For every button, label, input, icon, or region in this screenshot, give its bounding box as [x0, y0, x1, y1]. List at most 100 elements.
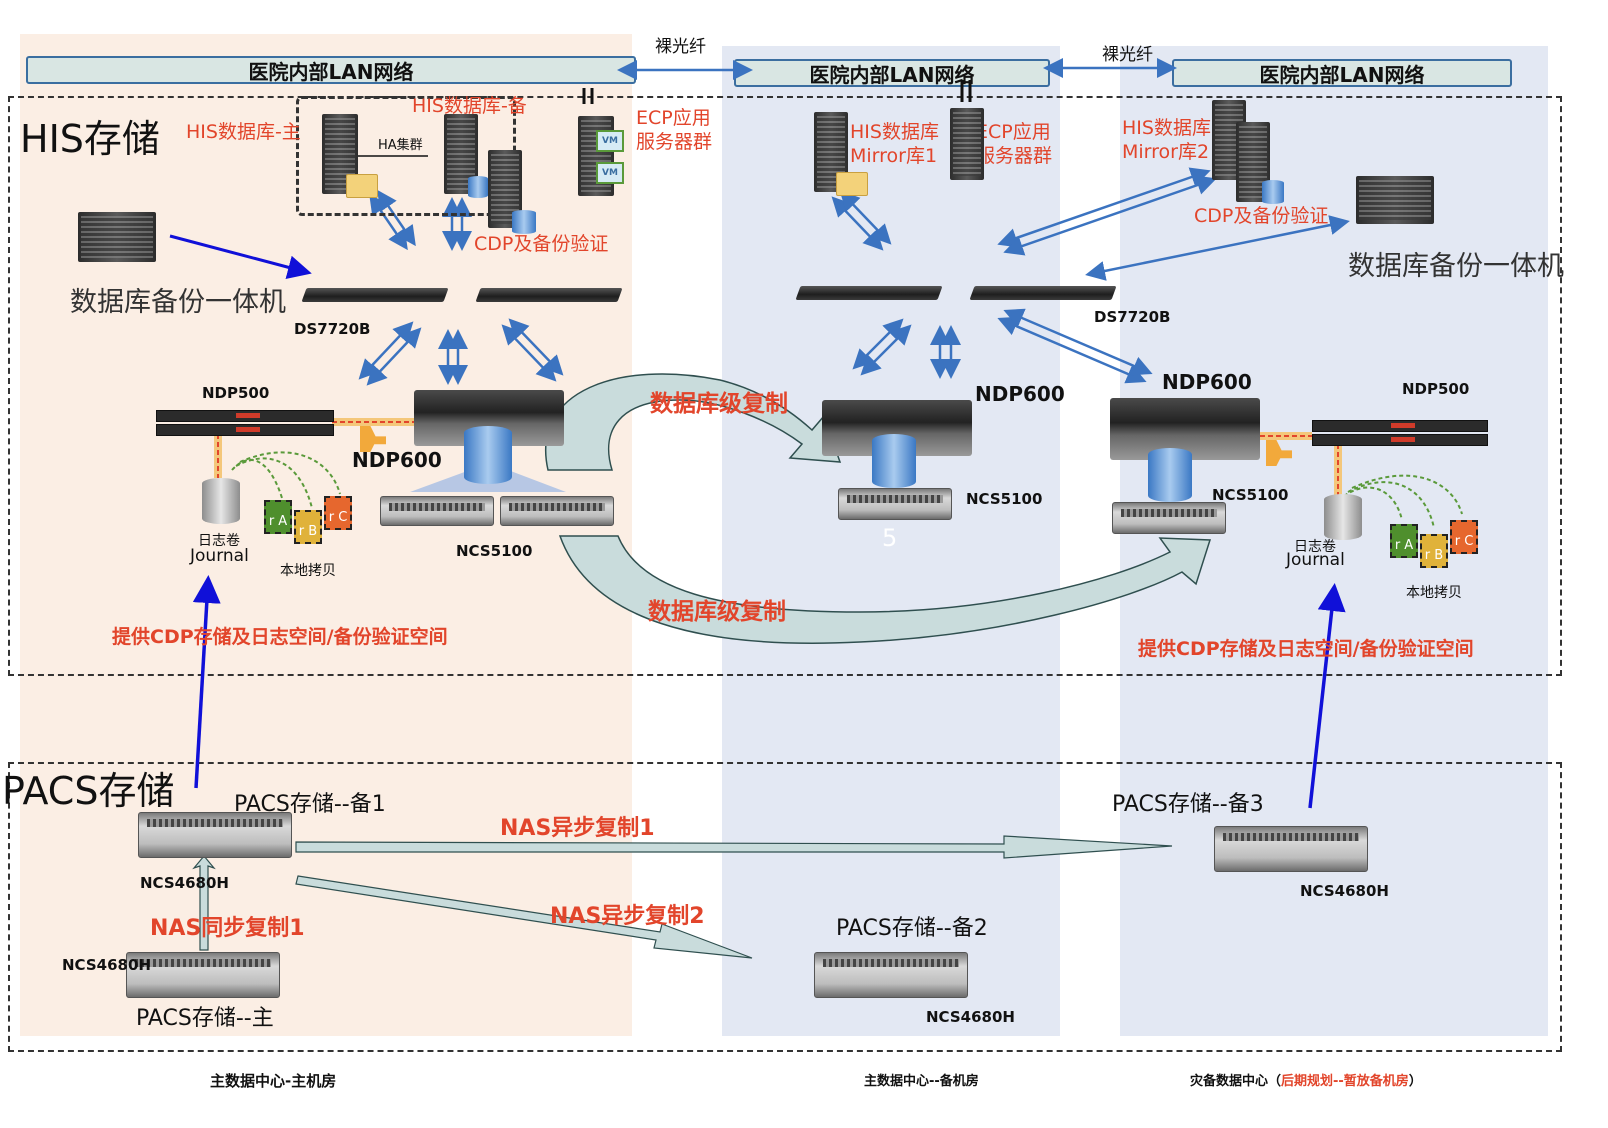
db-replication-label-upper: 数据库级复制 [650, 391, 788, 417]
journal-volume-right [1324, 494, 1362, 540]
ncs5100-right-unit [1112, 502, 1226, 534]
pacs-section-border [8, 762, 1562, 1052]
local-copy-left-label: 本地拷贝 [280, 563, 336, 579]
his-section-title: HIS存储 [20, 117, 160, 161]
copy-volume-a-left: r A [264, 500, 292, 534]
folder-icon [346, 174, 378, 198]
ncs5100-mid-label: NCS5100 [966, 490, 1043, 508]
ndp500-right-label: NDP500 [1402, 380, 1470, 398]
server-his-backup [444, 114, 478, 194]
lan-bar-label: 医院内部LAN网络 [809, 62, 975, 87]
backup-appliance-left [78, 212, 156, 262]
db-replication-curve-upper [545, 373, 842, 471]
ndp500-left-label: NDP500 [202, 384, 270, 402]
ndp500-left-unit-1 [156, 410, 334, 422]
footer-dr-center: 灾备数据中心（后期规划--暂放备机房） [1190, 1070, 1422, 1089]
link-switch-ndp-5 [508, 318, 564, 376]
database-icon [1262, 180, 1284, 204]
ha-cluster-label: HA集群 [378, 138, 423, 153]
switch-left-2 [475, 288, 623, 302]
nas-async2-label: NAS异步复制2 [550, 904, 705, 929]
ecp-servers-mid-label: ECP应用 服务器群 [976, 121, 1053, 167]
link-pacs-to-his-right [1308, 583, 1346, 809]
server-cdp-right [1236, 122, 1270, 202]
ndp600-right-label: NDP600 [1162, 370, 1252, 394]
link-mirror-switch-2 [839, 190, 892, 245]
local-copy-right-c [1351, 474, 1463, 515]
lan-bar-dr: 医院内部LAN网络 [1172, 59, 1512, 87]
link-backup-switch-right [1085, 215, 1350, 281]
nas-async1-label: NAS异步复制1 [500, 816, 655, 841]
backup-appliance-right [1356, 176, 1434, 224]
pacs-section-title: PACS存储 [2, 769, 175, 813]
lan-bar-backup: 医院内部LAN网络 [734, 59, 1050, 87]
backup-appliance-left-label: 数据库备份一体机 [70, 287, 286, 318]
copy-volume-b-right: r B [1420, 534, 1448, 568]
journal-volume-left [202, 478, 240, 524]
server-his-main [322, 114, 358, 194]
switch-mid-1 [795, 286, 943, 300]
pacs-backup2-label: PACS存储--备2 [836, 916, 988, 941]
switch-mid-2 [969, 286, 1117, 300]
pacs-backup2-device [814, 952, 968, 998]
ndp500-right-unit-2 [1312, 434, 1488, 446]
copy-volume-c-right: r C [1450, 520, 1478, 554]
switch-left-label: DS7720B [294, 320, 371, 338]
switch-right-label: DS7720B [1094, 308, 1171, 326]
nas-async2-arrow [295, 875, 753, 959]
pacs-primary-device [126, 952, 280, 998]
link-switch-ndp-6 [501, 324, 557, 382]
ncs5100-right-label: NCS5100 [1212, 486, 1289, 504]
storage-cylinder-left [464, 426, 512, 484]
local-copy-left-c [239, 451, 341, 495]
link-backup-appliance-left [169, 234, 312, 279]
link-mirror-switch-1 [831, 196, 884, 251]
his-db-backup-label: HIS数据库-备 [412, 95, 527, 117]
lan-bar-main: 医院内部LAN网络 [26, 56, 636, 84]
ncs5100-left-label: NCS5100 [456, 542, 533, 560]
lan-bar-label: 医院内部LAN网络 [1259, 62, 1425, 87]
copy-volume-c-left: r C [324, 496, 352, 530]
zone-main-room [20, 34, 632, 1036]
footer-dr-prefix: 灾备数据中心（ [1190, 1074, 1282, 1089]
link-db-switch-2 [377, 189, 416, 247]
footer-main-dc: 主数据中心-主机房 [210, 1072, 337, 1090]
journal-en-right-label: Journal [1286, 550, 1345, 570]
database-icon [512, 210, 536, 234]
nas-sync1-arrow [192, 855, 216, 951]
link-mirror2-switch-2 [1003, 175, 1217, 256]
nas-async1-arrow [295, 835, 1173, 859]
pacs-backup3-label: PACS存储--备3 [1112, 792, 1264, 817]
pacs-backup3-model: NCS4680H [1300, 882, 1389, 900]
db-replication-label-lower: 数据库级复制 [648, 599, 786, 625]
switch-left-1 [301, 288, 449, 302]
provide-cdp-left-label: 提供CDP存储及日志空间/备份验证空间 [112, 626, 448, 648]
vm-icon: VM [596, 162, 624, 184]
server-ecp-left [578, 116, 614, 196]
pacs-backup1-model: NCS4680H [140, 874, 229, 892]
ndp600-mid-label: NDP600 [975, 382, 1065, 406]
ncs5100-mid-unit [838, 488, 952, 520]
fiber-label-1: 裸光纤 [655, 37, 706, 57]
database-icon [468, 176, 488, 198]
db-replication-curve-lower [558, 535, 1212, 644]
pacs-backup3-device [1214, 826, 1368, 872]
pacs-primary-label: PACS存储--主 [136, 1006, 274, 1031]
pacs-backup1-device [138, 812, 292, 858]
journal-cn-left-label: 日志卷 [198, 533, 240, 549]
his-db-main-label: HIS数据库-主 [186, 121, 301, 143]
journal-en-left-label: Journal [190, 546, 249, 566]
nas-sync1-label: NAS同步复制1 [150, 916, 305, 941]
ncs5100-left-unit-1 [380, 496, 494, 526]
copy-volume-b-left: r B [294, 510, 322, 544]
ndp500-right-unit-1 [1312, 420, 1488, 432]
mirror1-label: HIS数据库 Mirror库1 [850, 121, 939, 167]
local-copy-right-b [1347, 481, 1435, 529]
footer-dr-suffix: ） [1408, 1074, 1422, 1089]
local-copy-right-label: 本地拷贝 [1406, 585, 1462, 601]
server-ecp-mid [950, 108, 984, 180]
ncs5100-left-unit-2 [500, 496, 614, 526]
cdp-verify-right-label: CDP及备份验证 [1194, 205, 1329, 227]
pacs-backup2-model: NCS4680H [926, 1008, 1015, 1026]
backup-appliance-right-label: 数据库备份一体机 [1348, 251, 1564, 282]
